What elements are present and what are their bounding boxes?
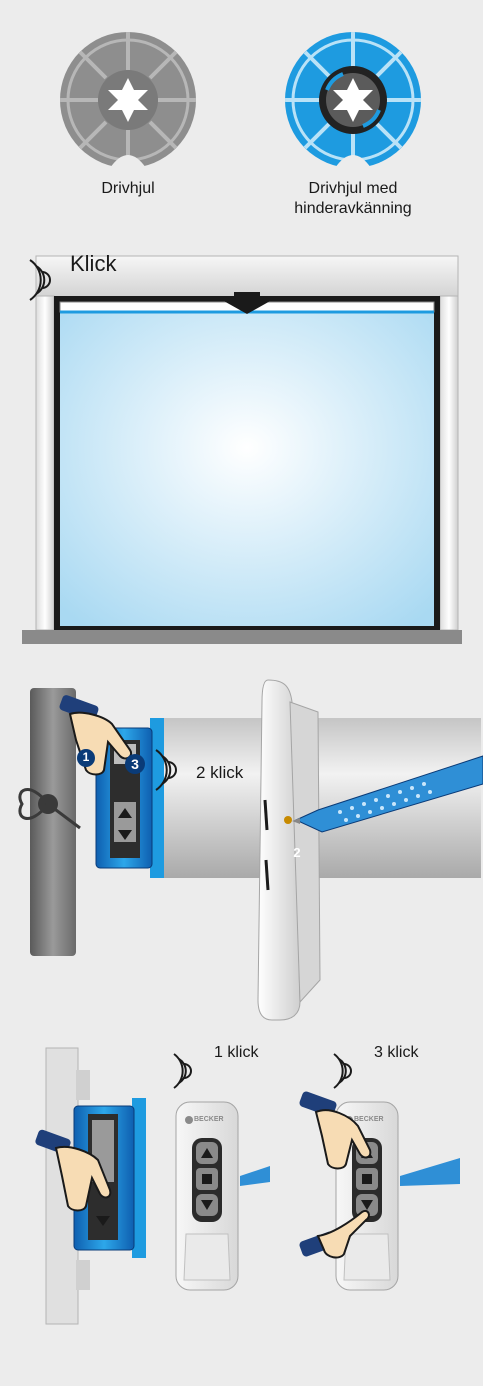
plain-wheel-label: Drivhjul	[58, 180, 198, 198]
obstacle-detection-drive-wheel	[283, 30, 423, 170]
left-remote-brand: BECKER	[194, 1116, 224, 1123]
right-remote-brand: BECKER	[354, 1116, 384, 1123]
sound-waves-icon	[334, 1054, 351, 1088]
sensing-wheel-label-line2: hinderavkänning	[273, 200, 433, 218]
step-3-badge: 3	[129, 756, 141, 772]
sound-waves-icon	[174, 1054, 191, 1088]
step-2-badge: 2	[292, 845, 302, 860]
motor-programming-illustration	[0, 680, 483, 1040]
one-click-label: 1 klick	[214, 1044, 258, 1062]
window-shutter-illustration	[22, 250, 462, 650]
three-click-label: 3 klick	[374, 1044, 418, 1062]
remote-programming-illustration	[0, 1040, 483, 1340]
step-1-badge: 1	[81, 750, 91, 764]
window-click-label: Klick	[70, 251, 116, 277]
sensing-wheel-label-line1: Drivhjul med	[273, 180, 433, 198]
plain-drive-wheel	[58, 30, 198, 170]
programming-click-label: 2 klick	[196, 763, 243, 783]
